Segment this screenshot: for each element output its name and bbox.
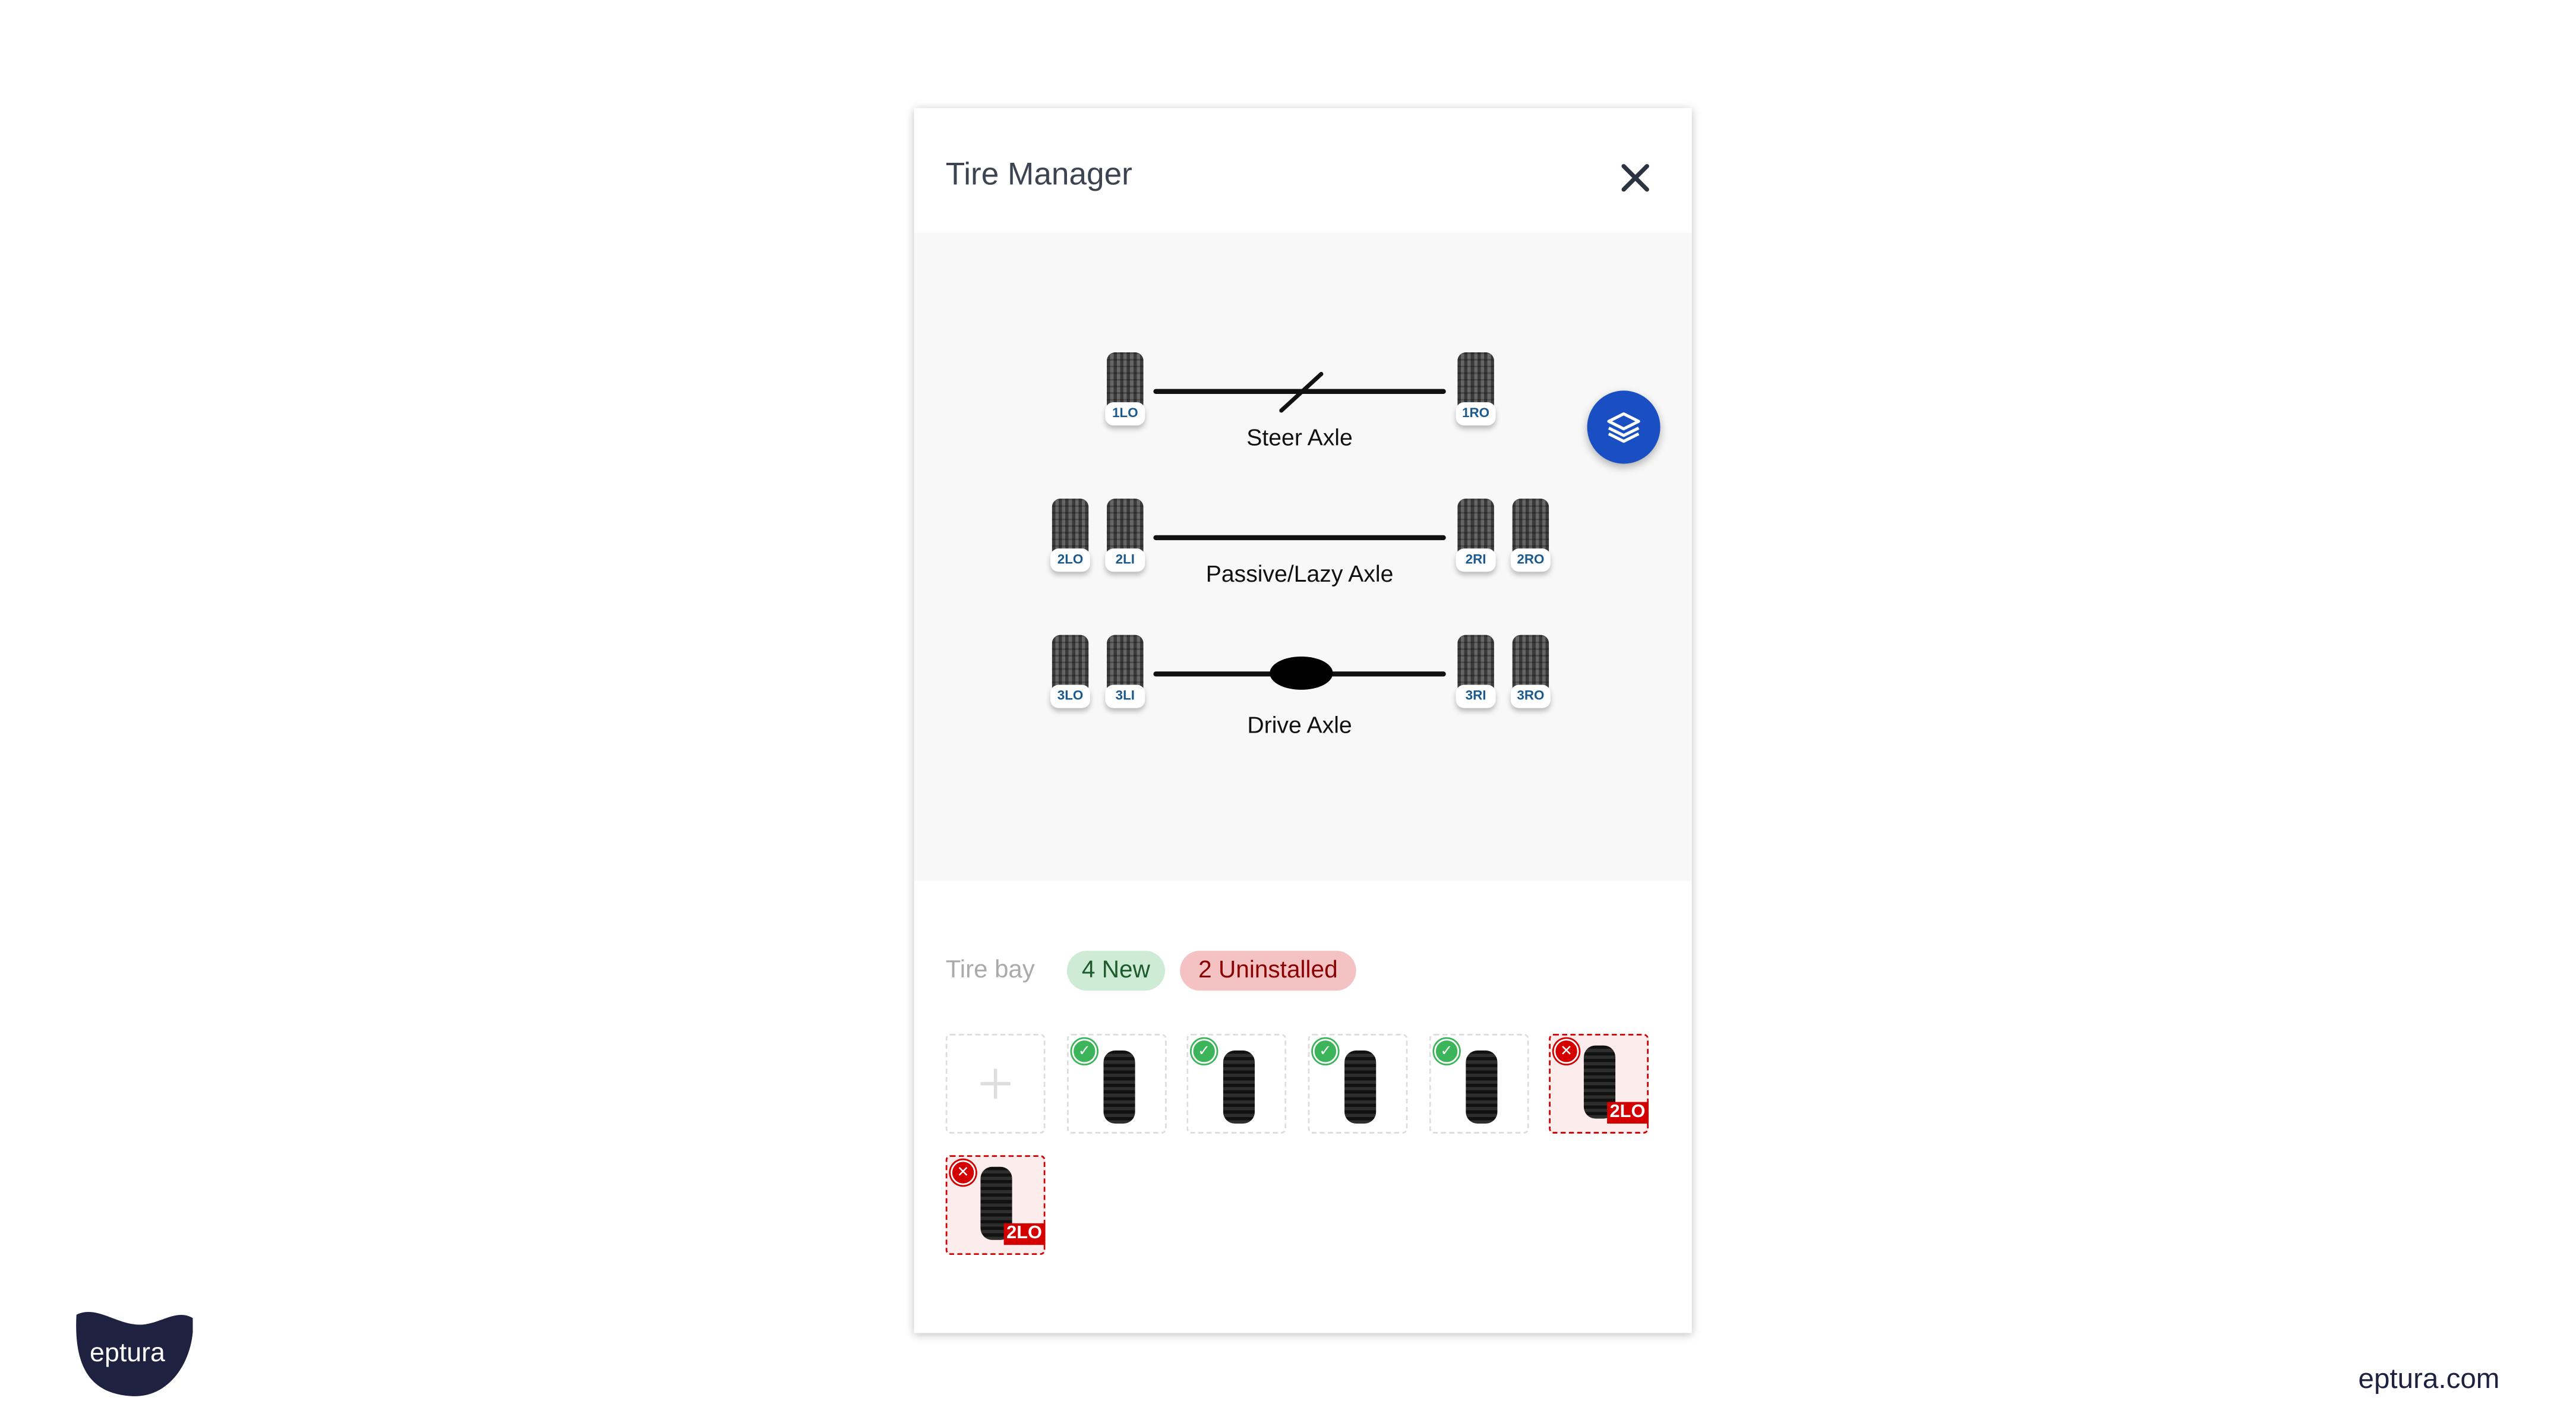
tire-position-label: 3LO — [1050, 684, 1091, 708]
position-tag: 2LO — [1606, 1102, 1649, 1124]
tire-icon — [1512, 499, 1549, 559]
tire-position-label: 2LI — [1105, 548, 1145, 572]
tire-bay-label: Tire bay — [945, 955, 1035, 985]
axle-label: Drive Axle — [1247, 711, 1352, 739]
eptura-logo: eptura — [73, 1305, 194, 1398]
tire-position-label: 1RO — [1456, 402, 1496, 426]
axle-diagram: 1LO 1RO Steer Axle 2LO 2LI 2RI 2RO Passive/Lazy… — [914, 232, 1692, 881]
tire-position-label: 3RI — [1456, 684, 1496, 708]
tire-position-2LI[interactable]: 2LI — [1105, 499, 1145, 575]
tire-position-label: 2RO — [1510, 548, 1551, 572]
check-icon: ✓ — [1434, 1039, 1460, 1064]
tire-position-2LO[interactable]: 2LO — [1050, 499, 1091, 575]
axle-label: Steer Axle — [1246, 424, 1353, 451]
tire-manager-dialog: Tire Manager 1LO 1RO Steer Axle 2LO 2LI 2RI 2R… — [914, 108, 1692, 1333]
tire-position-3LI[interactable]: 3LI — [1105, 635, 1145, 712]
differential-symbol — [1270, 656, 1333, 690]
tire-position-label: 2RI — [1456, 548, 1496, 572]
tire-position-label: 3LI — [1105, 684, 1145, 708]
plus-icon — [980, 1068, 1011, 1099]
error-icon: ✕ — [1554, 1039, 1579, 1064]
tire-icon — [1457, 499, 1494, 559]
tire-image — [1466, 1050, 1498, 1124]
error-icon: ✕ — [951, 1160, 976, 1185]
axle-label: Passive/Lazy Axle — [1205, 560, 1394, 587]
tire-position-1RO[interactable]: 1RO — [1456, 352, 1496, 429]
tire-position-3RI[interactable]: 3RI — [1456, 635, 1496, 712]
uninstalled-tire-slot[interactable]: ✕ 2LO — [945, 1155, 1046, 1255]
new-tire-slot[interactable]: ✓ — [1186, 1033, 1287, 1134]
tire-icon — [1107, 352, 1144, 412]
tire-position-3LO[interactable]: 3LO — [1050, 635, 1091, 712]
layers-button[interactable] — [1587, 390, 1660, 464]
tire-position-label: 1LO — [1105, 402, 1145, 426]
axle-line — [1153, 535, 1446, 541]
new-count-badge[interactable]: 4 New — [1066, 951, 1165, 991]
tire-position-label: 3RO — [1510, 684, 1551, 708]
tire-position-2RI[interactable]: 2RI — [1456, 499, 1496, 575]
tire-icon — [1457, 352, 1494, 412]
check-icon: ✓ — [1312, 1039, 1338, 1064]
tire-icon — [1052, 499, 1089, 559]
close-icon[interactable] — [1615, 158, 1655, 198]
tire-image — [1103, 1050, 1135, 1124]
uninstalled-tire-slot[interactable]: ✕ 2LO — [1549, 1033, 1649, 1134]
new-tire-slot[interactable]: ✓ — [1308, 1033, 1408, 1134]
add-tire-button[interactable] — [945, 1033, 1046, 1134]
tire-position-3RO[interactable]: 3RO — [1510, 635, 1551, 712]
tire-icon — [1107, 499, 1144, 559]
steer-symbol — [1276, 369, 1326, 424]
check-icon: ✓ — [1072, 1039, 1097, 1064]
tire-position-2RO[interactable]: 2RO — [1510, 499, 1551, 575]
new-tire-slot[interactable]: ✓ — [1066, 1033, 1167, 1134]
check-icon: ✓ — [1191, 1039, 1217, 1064]
svg-text:eptura: eptura — [90, 1337, 165, 1367]
tire-image — [1223, 1050, 1255, 1124]
uninstalled-count-badge[interactable]: 2 Uninstalled — [1180, 951, 1356, 991]
tire-position-label: 2LO — [1050, 548, 1091, 572]
site-url[interactable]: eptura.com — [2358, 1362, 2500, 1395]
tire-image — [1344, 1050, 1377, 1124]
dialog-title: Tire Manager — [945, 157, 1132, 193]
new-tire-slot[interactable]: ✓ — [1429, 1033, 1529, 1134]
layers-icon — [1607, 412, 1640, 443]
tire-position-1LO[interactable]: 1LO — [1105, 352, 1145, 429]
position-tag: 2LO — [1003, 1223, 1046, 1245]
